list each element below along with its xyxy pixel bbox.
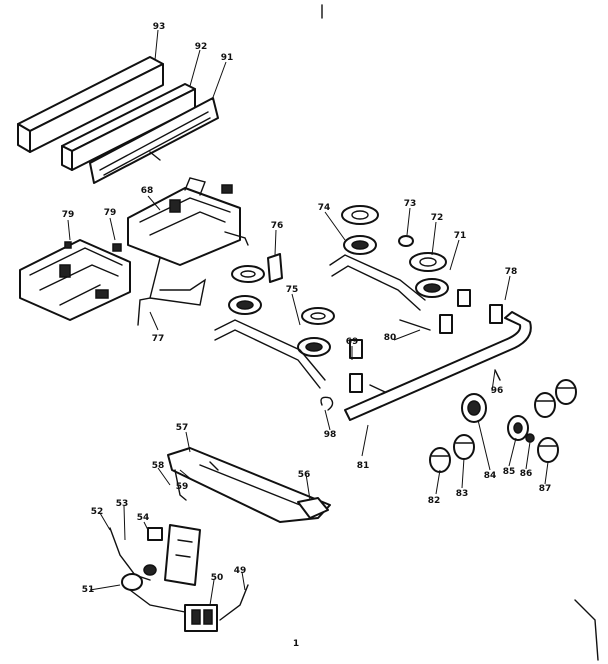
burner-tube-right [329,254,426,311]
callout-51: 51 [82,585,95,595]
callout-84: 84 [484,471,497,481]
callout-71: 71 [454,231,467,241]
block-54 [147,527,163,541]
callout-78: 78 [505,267,518,277]
clip-79b [112,243,122,252]
callout-58: 58 [152,461,165,471]
clip-79a [64,241,72,249]
callout-79b: 79 [104,208,117,218]
spring-clip-69 [320,396,334,411]
rod-58 [174,469,187,501]
scan-mark [321,4,599,661]
callout-86: 86 [520,469,533,479]
callout-76: 76 [271,221,284,231]
callout-68: 68 [141,186,154,196]
knob-82 [429,447,451,473]
callout-79a: 79 [62,210,75,220]
callout-92: 92 [195,42,208,52]
bezel-86 [525,433,535,443]
burner-tube-left [214,319,326,389]
connector-51 [121,573,143,591]
callout-1: 1 [293,639,299,649]
callout-83: 83 [456,489,469,499]
callout-93: 93 [153,22,166,32]
callout-75: 75 [286,285,299,295]
callout-96: 96 [491,386,504,396]
burner-rear-right [341,205,379,255]
burner-rear-left [409,252,449,298]
callout-73: 73 [404,199,417,209]
callout-87: 87 [539,484,552,494]
cap-73 [398,235,414,247]
knob-85 [507,415,529,441]
callout-50: 50 [211,573,224,583]
callout-72: 72 [431,213,444,223]
bracket-56 [297,497,329,519]
callout-56: 56 [298,470,311,480]
callout-52: 52 [91,507,104,517]
bracket-57-detail [199,461,301,506]
callout-80: 80 [384,333,397,343]
knob-83 [453,434,475,460]
callout-91: 91 [221,53,234,63]
burner-bracket-left [19,239,131,321]
bracket-76 [267,253,283,283]
igniter-module-50 [184,604,218,632]
trim-strip-91 [89,97,219,184]
knob-84 [461,393,487,423]
callout-53: 53 [116,499,129,509]
callout-74: 74 [318,203,331,213]
wire-harness [109,527,249,621]
connector-53 [143,564,157,576]
plate-59 [164,524,201,586]
trim-strip-93 [17,56,164,153]
callout-77: 77 [152,334,165,344]
callout-49: 49 [234,566,247,576]
knob-89 [555,379,577,405]
callout-98: 98 [324,430,337,440]
callout-54: 54 [137,513,150,523]
callout-81: 81 [357,461,370,471]
callout-69: 69 [346,337,359,347]
plate-59-holes [175,539,193,558]
manifold-pipe [344,311,532,421]
burner-front-left [228,265,265,315]
callout-82: 82 [428,496,441,506]
burner-front-right [297,307,335,357]
callout-57: 57 [176,423,189,433]
knob-87 [537,437,559,463]
leader-lines [67,29,549,606]
knob-88 [534,392,556,418]
wire-support-77 [137,257,207,326]
burner-bracket-68 [127,177,249,266]
callout-85: 85 [503,467,516,477]
callout-59: 59 [176,482,189,492]
valve-group [349,289,503,393]
